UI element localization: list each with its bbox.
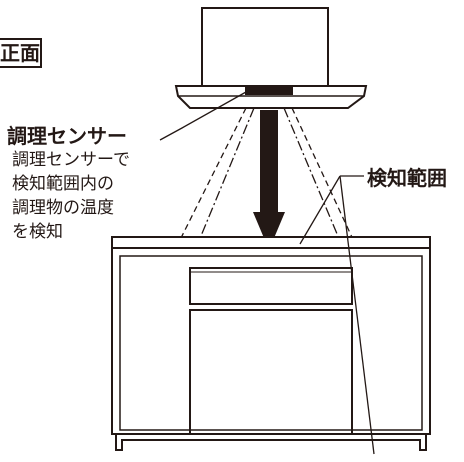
detection-arrow-head (253, 212, 285, 250)
cabinet-body (111, 247, 431, 435)
view-label: 正面 (0, 38, 42, 68)
area-leader-line-1 (299, 175, 341, 245)
cabinet-counter (111, 236, 431, 249)
detection-arrow-shaft (260, 110, 278, 214)
sensor-description-line: 調理物の温度 (12, 198, 114, 218)
sensor-unit (245, 85, 293, 95)
area-leader-line-3 (339, 175, 375, 455)
sensor-description-line: を検知 (12, 222, 63, 242)
cabinet-drawer (189, 267, 353, 305)
cabinet-base (115, 434, 427, 451)
sensor-description-line: 検知範囲内の (12, 174, 114, 194)
sensor-description: 調理センサーで 検知範囲内の 調理物の温度 を検知 (12, 148, 130, 244)
sensor-title: 調理センサー (7, 124, 127, 148)
hood-duct (201, 7, 329, 87)
cabinet-panel (119, 255, 423, 431)
detection-cone (175, 107, 358, 249)
sensor-description-line: 調理センサーで (12, 150, 130, 170)
detection-area-title: 検知範囲 (367, 166, 447, 190)
sensor-leader-line (159, 91, 247, 141)
